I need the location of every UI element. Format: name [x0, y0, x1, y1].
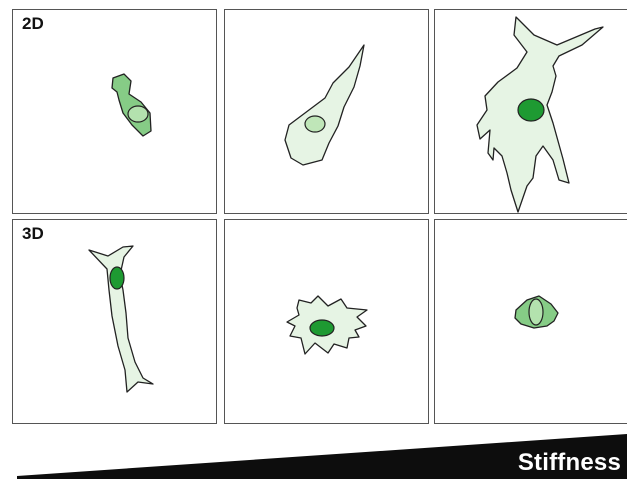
cell-3d-soft	[13, 220, 218, 425]
nucleus	[110, 267, 124, 289]
cell-body	[89, 246, 153, 392]
stiffness-label: Stiffness	[518, 449, 621, 477]
cell-2d-medium	[225, 10, 430, 215]
cell-3d-medium	[225, 220, 430, 425]
panel-3d-stiff	[434, 219, 627, 424]
panel-2d-stiff	[434, 9, 627, 214]
nucleus	[128, 106, 148, 122]
panel-2d-soft: 2D	[12, 9, 217, 214]
nucleus	[305, 116, 325, 132]
nucleus	[518, 99, 544, 121]
nucleus	[310, 320, 334, 336]
nucleus	[529, 299, 543, 325]
cell-2d-soft	[13, 10, 218, 215]
panel-3d-medium	[224, 219, 429, 424]
cell-2d-stiff	[435, 10, 627, 215]
cell-body	[285, 45, 364, 165]
cell-3d-stiff	[435, 220, 627, 425]
cell-body	[112, 74, 151, 136]
panel-2d-medium	[224, 9, 429, 214]
panel-3d-soft: 3D	[12, 219, 217, 424]
